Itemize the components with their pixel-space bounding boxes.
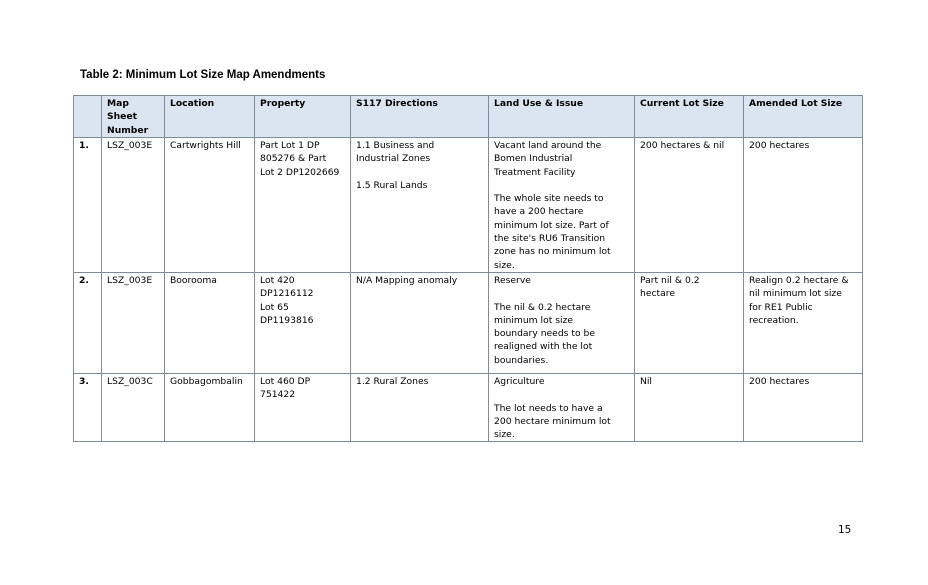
property-cell: Lot 460 DP 751422 xyxy=(254,372,351,443)
land-use-issue-cell: Vacant land around the Bomen Industrial … xyxy=(488,137,635,273)
amended-lot-size-cell: Realign 0.2 hectare & nil minimum lot si… xyxy=(743,271,863,374)
map-sheet-cell: LSZ_003C xyxy=(101,372,165,443)
property-cell: Part Lot 1 DP 805276 & Part Lot 2 DP1202… xyxy=(254,137,351,273)
table-header-row: Map Sheet Number Location Property S117 … xyxy=(73,95,863,138)
amended-lot-size-cell: 200 hectares xyxy=(743,137,863,273)
land-use-issue-cell: Reserve The nil & 0.2 hectare minimum lo… xyxy=(488,271,635,374)
header-current-lot-size: Current Lot Size xyxy=(634,95,744,138)
property-cell: Lot 420 DP1216112 Lot 65 DP1193816 xyxy=(254,271,351,374)
header-land-use-issue: Land Use & Issue xyxy=(488,95,635,138)
header-amended-lot-size: Amended Lot Size xyxy=(743,95,863,138)
header-map-sheet-number: Map Sheet Number xyxy=(101,95,165,138)
header-location: Location xyxy=(164,95,255,138)
header-property: Property xyxy=(254,95,351,138)
table-row: 1. LSZ_003E Cartwrights Hill Part Lot 1 … xyxy=(73,137,863,273)
table-title: Table 2: Minimum Lot Size Map Amendments xyxy=(80,69,326,81)
map-sheet-cell: LSZ_003E xyxy=(101,271,165,374)
current-lot-size-cell: Part nil & 0.2 hectare xyxy=(634,271,744,374)
s117-directions-cell: N/A Mapping anomaly xyxy=(350,271,489,374)
table-row: 2. LSZ_003E Boorooma Lot 420 DP1216112 L… xyxy=(73,271,863,374)
header-number xyxy=(73,95,102,138)
table-row: 3. LSZ_003C Gobbagombalin Lot 460 DP 751… xyxy=(73,372,863,443)
lot-size-amendments-table: Map Sheet Number Location Property S117 … xyxy=(73,95,863,443)
row-number: 1. xyxy=(73,137,102,273)
location-cell: Cartwrights Hill xyxy=(164,137,255,273)
map-sheet-cell: LSZ_003E xyxy=(101,137,165,273)
location-cell: Boorooma xyxy=(164,271,255,374)
amended-lot-size-cell: 200 hectares xyxy=(743,372,863,443)
current-lot-size-cell: Nil xyxy=(634,372,744,443)
location-cell: Gobbagombalin xyxy=(164,372,255,443)
current-lot-size-cell: 200 hectares & nil xyxy=(634,137,744,273)
row-number: 2. xyxy=(73,271,102,374)
header-s117-directions: S117 Directions xyxy=(350,95,489,138)
page-number: 15 xyxy=(838,524,852,536)
s117-directions-cell: 1.1 Business and Industrial Zones 1.5 Ru… xyxy=(350,137,489,273)
land-use-issue-cell: Agriculture The lot needs to have a 200 … xyxy=(488,372,635,443)
row-number: 3. xyxy=(73,372,102,443)
s117-directions-cell: 1.2 Rural Zones xyxy=(350,372,489,443)
